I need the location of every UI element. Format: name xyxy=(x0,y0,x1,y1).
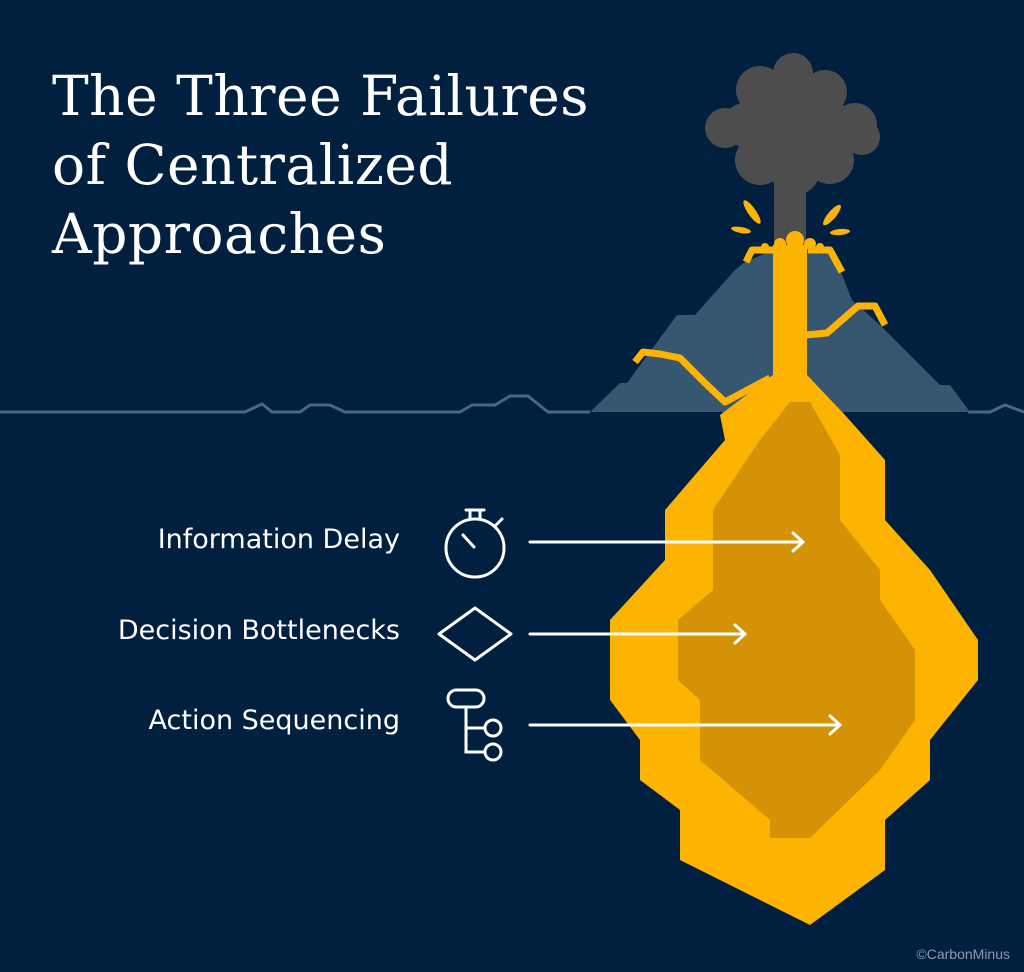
title-line-2: of Centralized xyxy=(52,133,454,197)
arrows xyxy=(528,531,842,736)
magma-chamber-inner xyxy=(678,402,915,838)
arrow-information-delay xyxy=(528,531,805,553)
lava-flows xyxy=(632,246,889,406)
label-information-delay: Information Delay xyxy=(157,524,400,555)
horizon-line-right xyxy=(968,403,1024,414)
lava-conduit xyxy=(773,245,807,385)
arrow-action-sequencing xyxy=(528,714,842,736)
flow-branch-icon xyxy=(446,688,503,762)
title-line-1: The Three Failures xyxy=(52,64,590,128)
copyright: ©CarbonMinus xyxy=(916,946,1010,962)
arrow-decision-bottlenecks xyxy=(528,623,747,645)
page-title: The Three Failures of Centralized Approa… xyxy=(52,62,589,269)
smoke-cloud xyxy=(705,53,880,245)
title-line-3: Approaches xyxy=(52,202,387,266)
label-action-sequencing: Action Sequencing xyxy=(148,705,400,736)
stopwatch-icon xyxy=(444,508,506,579)
label-decision-bottlenecks: Decision Bottlenecks xyxy=(117,615,400,646)
diamond-icon xyxy=(437,606,513,662)
horizon-line xyxy=(0,394,590,414)
